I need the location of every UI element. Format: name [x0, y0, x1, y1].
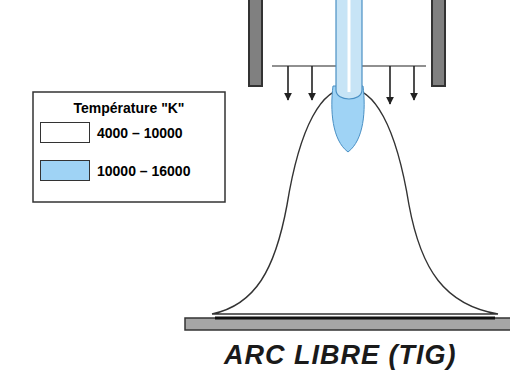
electrode-highlight: [348, 0, 351, 92]
arc-footprint: [215, 317, 495, 320]
tungsten-electrode: [336, 0, 362, 99]
figure-caption: ARC LIBRE (TIG): [224, 340, 456, 371]
legend-text: 4000 – 10000: [97, 125, 183, 141]
legend-swatch: [40, 160, 90, 181]
legend-swatch: [40, 122, 90, 143]
workpiece-plate: [185, 318, 510, 330]
legend-frame: [33, 92, 225, 202]
nozzle-wall: [249, 0, 262, 86]
legend-heading: Température "K": [73, 100, 184, 116]
legend-text: 10000 – 16000: [97, 163, 190, 179]
nozzle-wall: [432, 0, 445, 86]
